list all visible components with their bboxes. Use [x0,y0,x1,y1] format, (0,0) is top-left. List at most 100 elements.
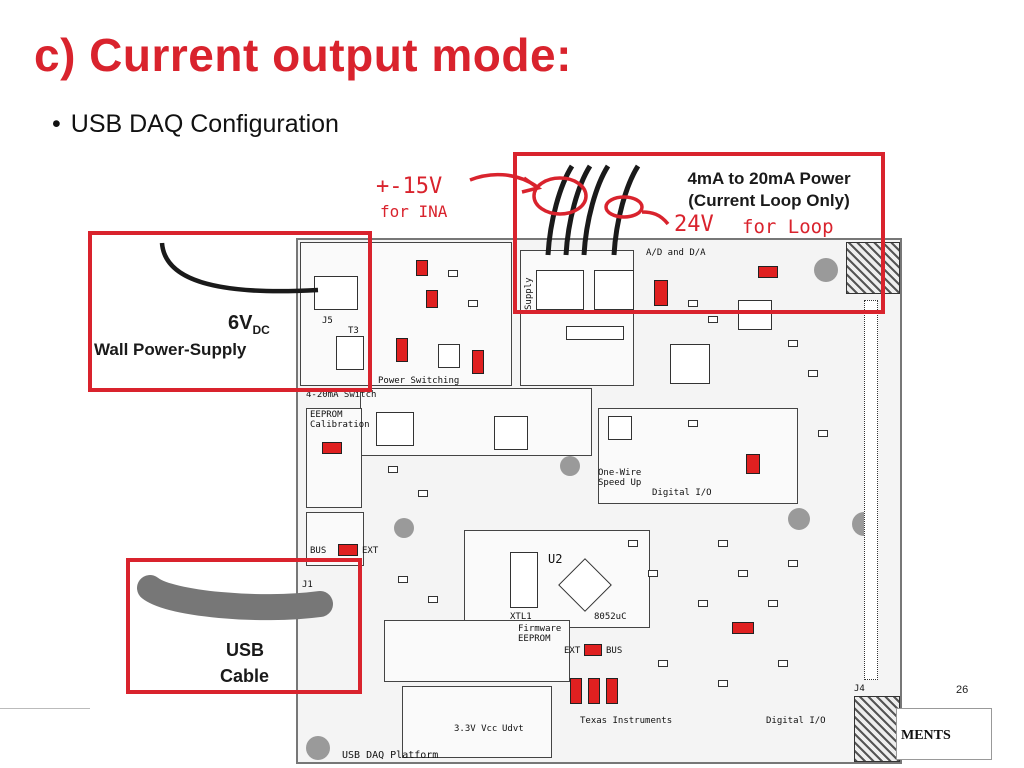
loop-label: for Loop [742,216,834,238]
ic-chip [494,416,528,450]
component [738,570,748,577]
jumper [588,678,600,704]
usb-label-line1: USB [226,640,265,660]
loop-terminal-block [594,270,634,310]
bullet-item: • USB DAQ Configuration [52,110,339,139]
component [428,596,438,603]
ic-chip [566,326,624,340]
usb-label-line2: Cable [220,666,270,686]
cable-wire [563,164,593,256]
component [448,270,458,277]
silk-power-switching: Power Switching [378,376,460,386]
loop-terminal-block [536,270,584,310]
silk-bus: BUS [310,546,327,556]
component [718,680,728,687]
component [398,576,408,583]
silk-eeprom: EEPROM Calibration [310,410,370,430]
mounting-hole [814,258,838,282]
slide-title: c) Current output mode: [34,29,572,81]
jumper [746,454,760,474]
ina-label: for INA [380,202,448,221]
jumper [606,678,618,704]
mounting-hole [394,518,414,538]
component [778,660,788,667]
component [788,560,798,567]
jumper [654,280,668,306]
component [388,466,398,473]
eeprom-section [306,408,362,508]
jumper [416,260,428,276]
mounting-hole [560,456,580,476]
component [808,370,818,377]
ic-chip [608,416,632,440]
silk-platform: USB DAQ Platform [342,750,439,761]
silk-ad-da: A/D and D/A [646,248,706,258]
ina-circle [532,176,588,216]
silk-onewire: One-Wire Speed Up [598,468,642,488]
wall-voltage: 6VDC [228,312,270,337]
silk-xtl1: XTL1 [510,612,532,622]
loop-circle [604,195,644,219]
power-title-line1: 4mA to 20mA Power [687,169,851,188]
component [708,316,718,323]
silk-ext: EXT [362,546,379,556]
wall-voltage-subscript: DC [252,323,270,337]
hatched-area [846,242,900,294]
power-indicator-section [402,686,552,758]
silk-firmware: Firmware EEPROM [518,624,562,644]
ic-chip [738,300,772,330]
loop-voltage: 24V [674,212,714,237]
company-logo: MENTS [896,708,992,760]
component [648,570,658,577]
silk-uvcc: 3.3V Vcc [454,724,498,734]
cable-wire [581,164,611,256]
mounting-hole [306,736,330,760]
component [718,540,728,547]
ic-chip [438,344,460,368]
ic-chip [670,344,710,384]
component [628,540,638,547]
t3-connector [336,336,364,370]
jumper [732,622,754,634]
silk-digital-io2: Digital I/O [766,716,826,726]
silk-udvt: Udvt [502,724,524,734]
bullet-text: USB DAQ Configuration [70,110,339,138]
component [698,600,708,607]
power-title-line2: (Current Loop Only) [688,191,850,210]
silk-j5: J5 [322,316,333,326]
jumper [396,338,408,362]
xtal-chip [510,552,538,608]
component [788,340,798,347]
silk-t3: T3 [348,326,359,336]
silk-j1: J1 [302,580,313,590]
ina-arrow-head [521,176,543,194]
jumper [338,544,358,556]
ina-voltage: +-15V [376,174,443,199]
wall-power-label: Wall Power-Supply [94,340,247,359]
silk-bus2: BUS [606,646,623,656]
wall-power-highlight-box [88,231,372,392]
power-supply-highlight-box [513,152,885,314]
jumper [570,678,582,704]
component [688,300,698,307]
component [688,420,698,427]
component [658,660,668,667]
bullet-dot-icon: • [52,110,61,138]
usb-cable [137,575,333,621]
component [468,300,478,307]
component [818,430,828,437]
jumper [584,644,602,656]
component [418,490,428,497]
loop-arrow [641,210,670,226]
silk-ti: Texas Instruments [580,716,673,726]
silk-digital-io: Digital I/O [652,488,712,498]
u2-section [464,530,650,628]
power-cable [159,242,319,294]
wall-voltage-value: 6V [228,312,253,334]
usb-highlight-box [126,558,362,694]
silk-8052: 8052uC [594,612,627,622]
footer-divider [0,708,90,709]
silk-j4: J4 [854,684,865,694]
jumper [426,290,438,308]
